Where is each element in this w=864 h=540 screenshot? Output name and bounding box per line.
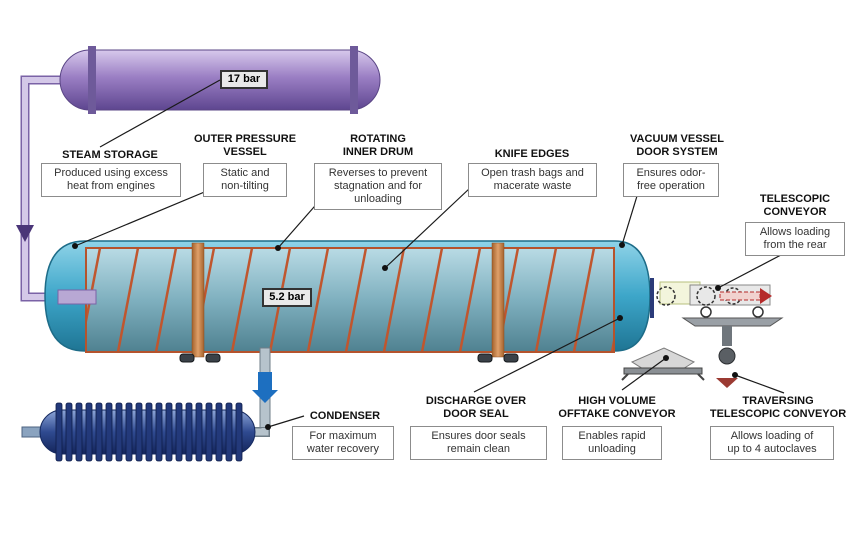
steam-pipe: [16, 75, 65, 302]
condenser-fins: [55, 402, 243, 462]
telescopic-conveyor-title: TELESCOPIC CONVEYOR: [759, 193, 831, 218]
telescopic-conveyor-desc: Allows loading from the rear: [745, 222, 845, 256]
outer-pressure-vessel-title: OUTER PRESSURE VESSEL: [193, 133, 297, 158]
knife-edges-title: KNIFE EDGES: [494, 148, 570, 160]
offtake-conveyor-shape: [621, 347, 705, 381]
vacuum-vessel-door-title: VACUUM VESSEL DOOR SYSTEM: [630, 133, 724, 158]
steam-storage-title: STEAM STORAGE: [62, 149, 158, 161]
offtake-conveyor-title: HIGH VOLUME OFFTAKE CONVEYOR: [558, 395, 676, 420]
discharge-door-seal-title: DISCHARGE OVER DOOR SEAL: [425, 395, 527, 420]
telescopic-conveyor-shape: [656, 281, 784, 388]
knife-edges-desc: Open trash bags and macerate waste: [468, 163, 597, 197]
drum-bands: [191, 242, 505, 358]
discharge-door-seal-desc: Ensures door seals remain clean: [410, 426, 547, 460]
condenser-desc: For maximum water recovery: [292, 426, 394, 460]
offtake-conveyor-desc: Enables rapid unloading: [562, 426, 662, 460]
vessel-pressure-gauge: 5.2 bar: [262, 288, 312, 307]
traversing-conveyor-title: TRAVERSING TELESCOPIC CONVEYOR: [709, 395, 847, 420]
rotating-inner-drum-desc: Reverses to prevent stagnation and for u…: [314, 163, 442, 210]
leader-dots: [72, 242, 738, 430]
outer-pressure-vessel-desc: Static and non-tilting: [203, 163, 287, 197]
condenser-title: CONDENSER: [309, 410, 381, 422]
condensate-pipe: [252, 347, 278, 437]
steam-pressure-gauge: 17 bar: [220, 70, 268, 89]
drum-rollers: [179, 353, 519, 363]
rotating-inner-drum-title: ROTATING INNER DRUM: [342, 133, 414, 158]
vessel-door: [650, 278, 654, 318]
vacuum-vessel-door-desc: Ensures odor- free operation: [623, 163, 719, 197]
traversing-conveyor-desc: Allows loading of up to 4 autoclaves: [710, 426, 834, 460]
steam-inlet: [57, 289, 97, 305]
steam-storage-desc: Produced using excess heat from engines: [41, 163, 181, 197]
